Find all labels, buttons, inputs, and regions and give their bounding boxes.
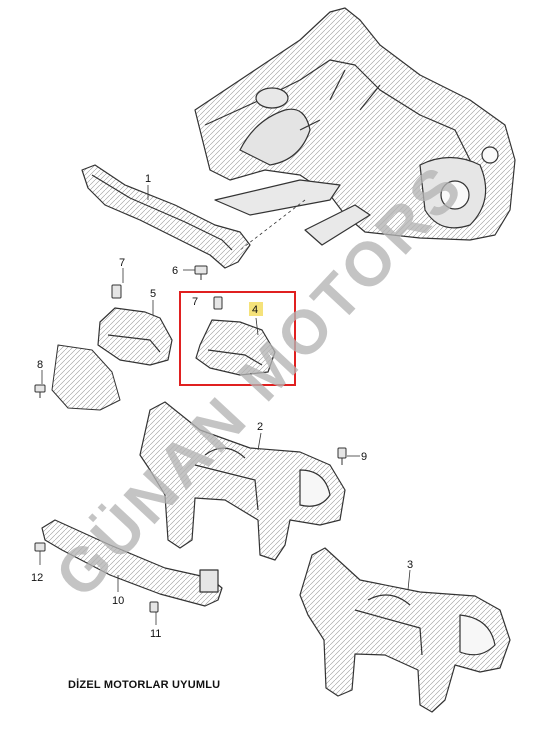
callout-7-right: 7 (192, 296, 198, 308)
radiator-support-detail (51, 344, 121, 411)
part-3-front-carrier-alt (299, 547, 511, 713)
leader-1 (239, 199, 306, 251)
callout-8: 8 (37, 359, 43, 371)
callout-1: 1 (145, 173, 151, 185)
callout-10: 10 (112, 595, 124, 607)
part-11-bolt (149, 601, 159, 625)
part-5-air-guide-left (97, 307, 173, 366)
part-6-bolt (183, 265, 208, 280)
callout-9: 9 (361, 451, 367, 463)
part-9-bolt (337, 447, 360, 465)
part-1-upper-crossmember (81, 164, 251, 269)
highlight-box-part-4 (179, 291, 296, 386)
callout-5: 5 (150, 288, 156, 300)
callout-12: 12 (31, 572, 43, 584)
part-12-bolt (34, 542, 46, 565)
callout-11: 11 (150, 628, 161, 640)
callout-7-left: 7 (119, 257, 125, 269)
vehicle-body-shell (194, 7, 516, 246)
compatibility-caption: DİZEL MOTORLAR UYUMLU (68, 679, 221, 691)
part-7-clip-right (213, 296, 223, 310)
part-10-bumper-reinforcement (41, 519, 223, 607)
part-7-clip-left (111, 268, 124, 299)
part-4-air-guide-right (195, 319, 276, 376)
callout-3: 3 (407, 559, 413, 571)
callout-4-highlight (249, 302, 263, 316)
part-8-bolt (34, 370, 46, 398)
callout-6: 6 (172, 265, 178, 277)
callout-labels: 1 2 3 4 5 6 7 7 8 9 10 11 12 (31, 173, 413, 640)
part-2-front-carrier (139, 401, 346, 561)
callout-2: 2 (257, 421, 263, 433)
callout-4: 4 (252, 304, 258, 316)
